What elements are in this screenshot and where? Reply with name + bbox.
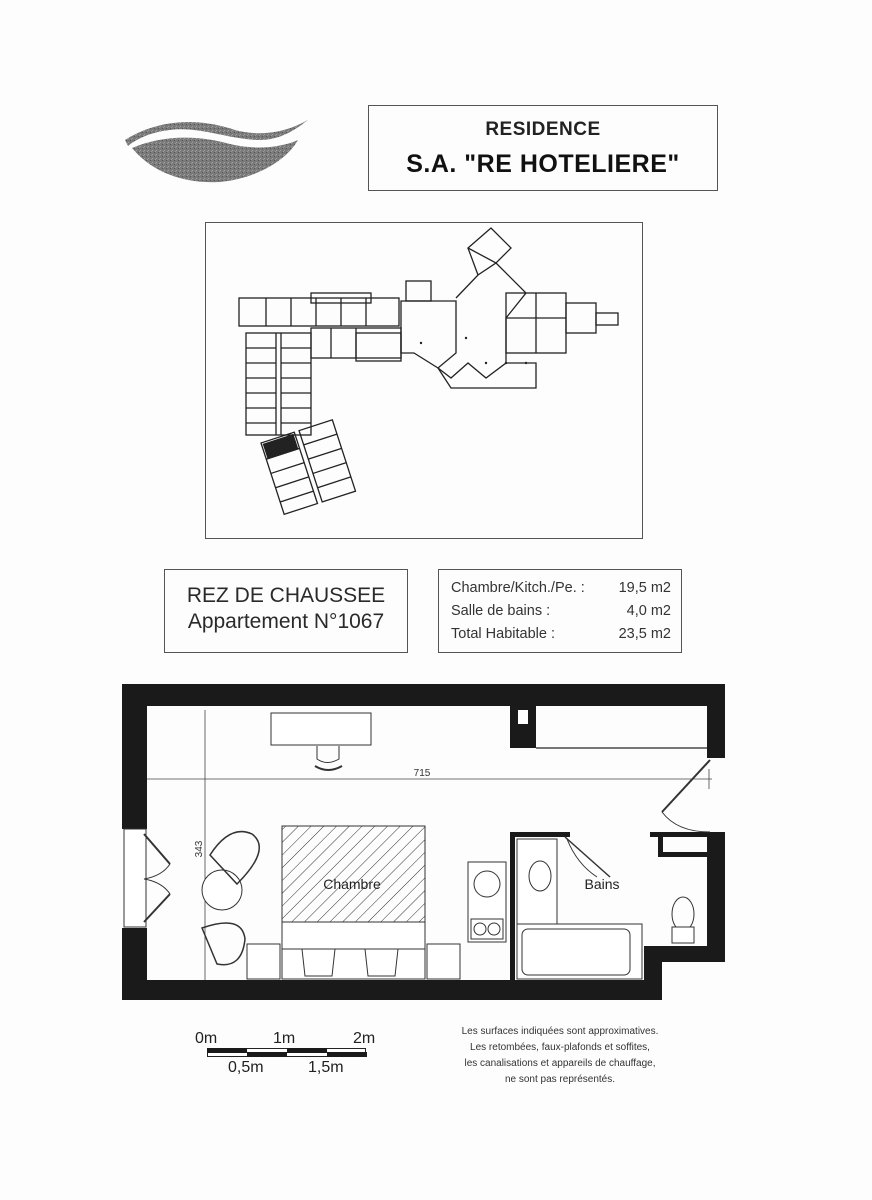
scale-label-0-5m: 0,5m [228, 1059, 264, 1076]
title-company: S.A. "RE HOTELIERE" [406, 150, 680, 178]
disclaimer-notes: Les surfaces indiquées sont approximativ… [440, 1024, 680, 1088]
title-residence: RESIDENCE [485, 119, 601, 140]
area-value: 19,5 m2 [618, 580, 671, 596]
area-label: Total Habitable : [451, 626, 555, 642]
area-value: 4,0 m2 [626, 603, 671, 619]
area-row-bains: Salle de bains : 4,0 m2 [451, 600, 671, 623]
scale-label-1m: 1m [273, 1030, 296, 1047]
area-row-total: Total Habitable : 23,5 m2 [451, 623, 671, 646]
apartment-number: Appartement N°1067 [187, 610, 385, 633]
area-row-chambre: Chambre/Kitch./Pe. : 19,5 m2 [451, 577, 671, 600]
dimension-length: 715 [414, 768, 431, 779]
area-value: 23,5 m2 [618, 626, 671, 642]
area-label: Salle de bains : [451, 603, 551, 619]
apartment-floor-plan: 715 343 Chambre Bains [122, 684, 727, 1004]
wave-logo-icon [120, 110, 310, 185]
scale-label-2m: 2m [353, 1030, 376, 1047]
note-line: ne sont pas représentés. [504, 1074, 616, 1085]
note-line: Les retombées, faux-plafonds et soffites… [470, 1042, 650, 1053]
room-label-chambre: Chambre [323, 876, 381, 892]
scale-bar: 0m 1m 2m 0,5m 1,5m [195, 1030, 380, 1080]
site-plan [205, 222, 643, 539]
apartment-info-box: REZ DE CHAUSSEE Appartement N°1067 [164, 569, 408, 653]
scale-label-1-5m: 1,5m [308, 1059, 344, 1076]
note-line: Les surfaces indiquées sont approximativ… [461, 1026, 659, 1037]
floor-level: REZ DE CHAUSSEE [186, 584, 386, 607]
room-label-bains: Bains [584, 876, 619, 892]
residence-title-box: RESIDENCE S.A. "RE HOTELIERE" [368, 105, 718, 191]
area-label: Chambre/Kitch./Pe. : [451, 580, 585, 596]
scale-label-0m: 0m [195, 1030, 218, 1047]
note-line: les canalisations et appareils de chauff… [464, 1058, 656, 1069]
dimension-width: 343 [194, 840, 205, 857]
area-table: Chambre/Kitch./Pe. : 19,5 m2 Salle de ba… [438, 569, 682, 653]
